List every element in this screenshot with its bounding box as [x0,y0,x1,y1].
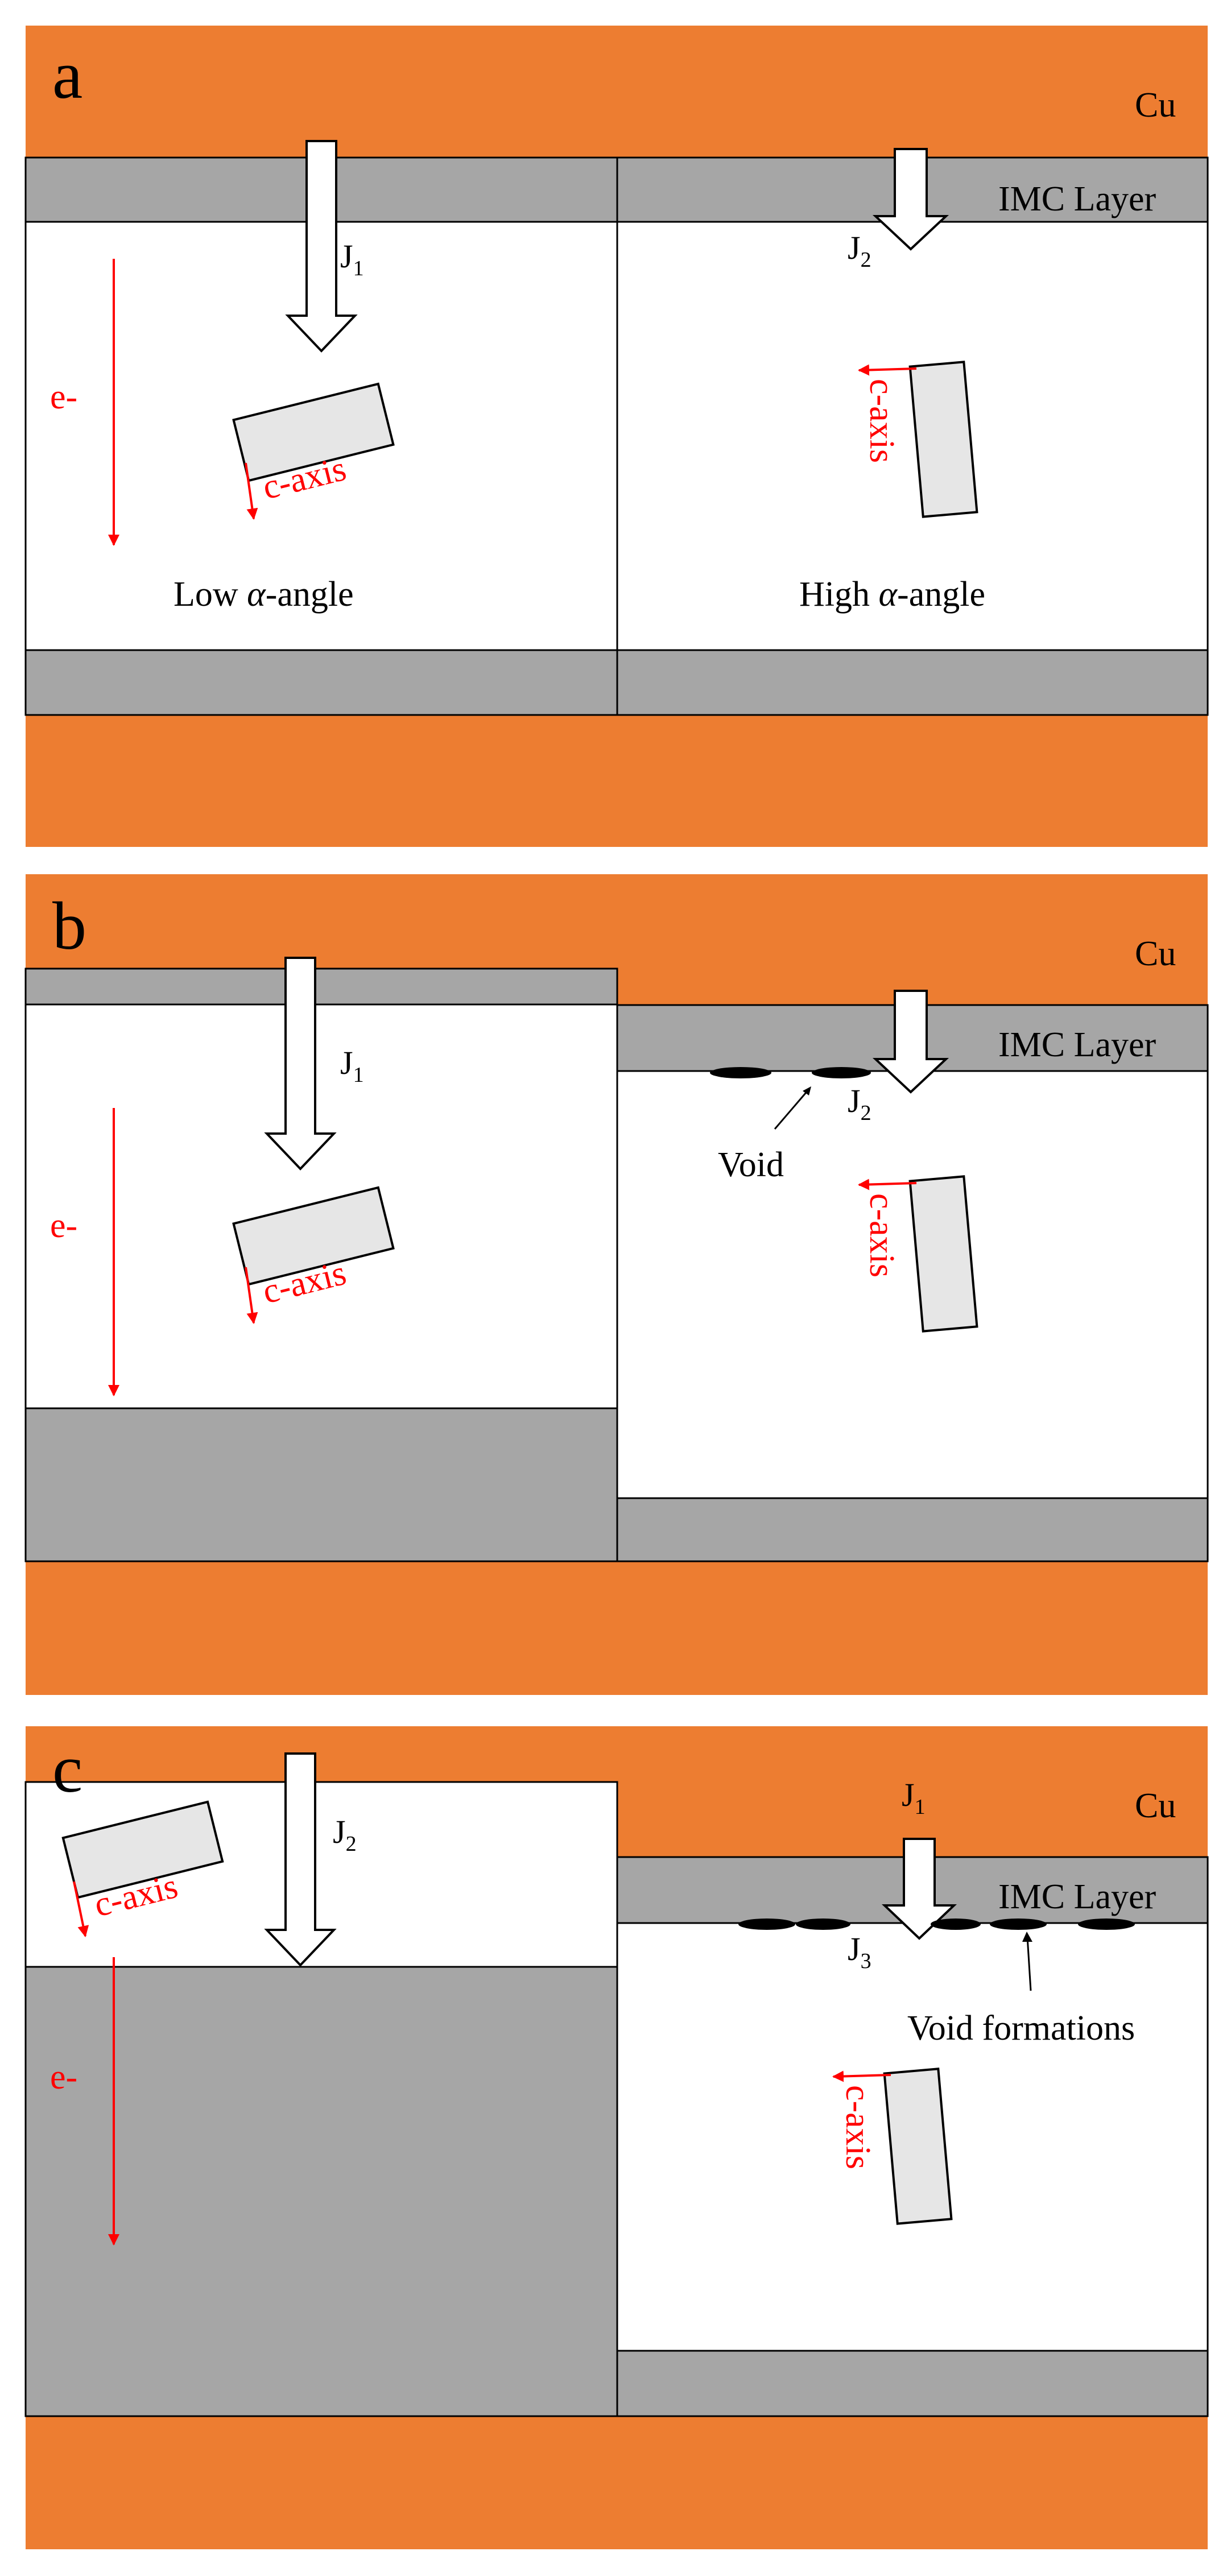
caxis-label-right-a: c-axis [862,379,901,463]
void-pointer-head-b [803,1086,811,1095]
current-label-j1-b: J1 [340,1044,364,1087]
imc-bottom-left-c [24,1966,618,2417]
void-pointer-head-c [1022,1932,1032,1942]
imc-bottom-right-a [616,649,1209,716]
caxis-label-right-b: c-axis [862,1193,901,1277]
electron-label-c: e- [50,2058,77,2097]
imc-label-b: IMC Layer [998,1026,1156,1064]
cu-label-c: Cu [1135,1787,1176,1825]
imc-label-a: IMC Layer [998,180,1156,218]
grain-right-a [908,361,978,518]
current-label-j2-a: J2 [848,229,871,272]
angle-label-low-a: Low α-angle [174,575,354,614]
panel-letter-b: b [52,888,86,964]
caxis-arrow-right-c [832,2070,891,2082]
solder-right-b [616,1070,1209,1499]
cu-bottom-a [26,715,1208,847]
void-1-c [738,1918,795,1930]
void-5-c [1078,1918,1135,1930]
imc-bottom-right-b [616,1497,1209,1562]
grain-left-c [61,1800,224,1899]
void-formations-label-c: Void formations [907,2009,1135,2048]
void-1-b [710,1067,771,1078]
grain-left-a [232,382,395,482]
electron-label-b: e- [50,1206,77,1245]
caxis-arrow-left-a [245,462,258,520]
cu-label-b: Cu [1135,935,1176,973]
void-2-b [812,1067,871,1078]
imc-top-left-b [24,967,618,1006]
current-arrow-j1-a [285,140,358,353]
imc-bottom-right-c [616,2350,1209,2417]
imc-label-c: IMC Layer [998,1878,1156,1916]
caxis-arrow-right-b [858,1179,917,1190]
void-pointer-arrow-b [774,1089,810,1130]
cu-bottom-b [26,1561,1208,1695]
cu-label-a: Cu [1135,86,1176,125]
grain-right-c [883,2068,953,2225]
imc-bottom-left-b [24,1407,618,1562]
current-label-j1-c: J1 [902,1776,926,1819]
current-arrow-j1-b [264,957,337,1171]
caxis-arrow-right-a [858,364,917,376]
void-3-c [931,1918,981,1930]
current-arrow-j2-c [264,1752,337,1967]
imc-bottom-left-a [24,649,618,716]
void-2-c [796,1918,850,1930]
panel-b: b Cu IMC Layer e- J1 J2 Void c-axis c-ax… [24,874,1209,1695]
void-label-b: Void [718,1146,784,1184]
grain-left-b [232,1186,395,1286]
current-label-j2-c: J2 [333,1813,357,1856]
cu-top-a [26,26,1208,158]
panel-letter-c: c [52,1731,82,1806]
angle-label-high-a: High α-angle [799,575,985,614]
void-4-c [990,1918,1047,1930]
void-pointer-arrow-c [1026,1936,1032,1991]
current-arrow-j2-b [872,990,949,1094]
caxis-arrow-left-b [245,1267,258,1324]
grain-right-b [908,1175,978,1333]
panel-a: a Cu IMC Layer e- J1 J2 c-axis c-axis Lo… [24,26,1209,847]
cu-bottom-c [26,2416,1208,2549]
panel-letter-a: a [52,37,82,113]
caxis-arrow-left-c [73,1881,89,1937]
solder-right-a [616,221,1209,651]
current-label-j1-a: J1 [340,238,364,280]
current-arrow-j2-a [872,148,949,251]
panel-c: c Cu IMC Layer e- J2 J1 J3 Void formatio… [24,1726,1209,2549]
caxis-label-right-c: c-axis [838,2085,877,2169]
current-label-j3-c: J3 [848,1930,871,1973]
electron-label-a: e- [50,378,77,416]
current-label-j2-b: J2 [848,1082,871,1125]
